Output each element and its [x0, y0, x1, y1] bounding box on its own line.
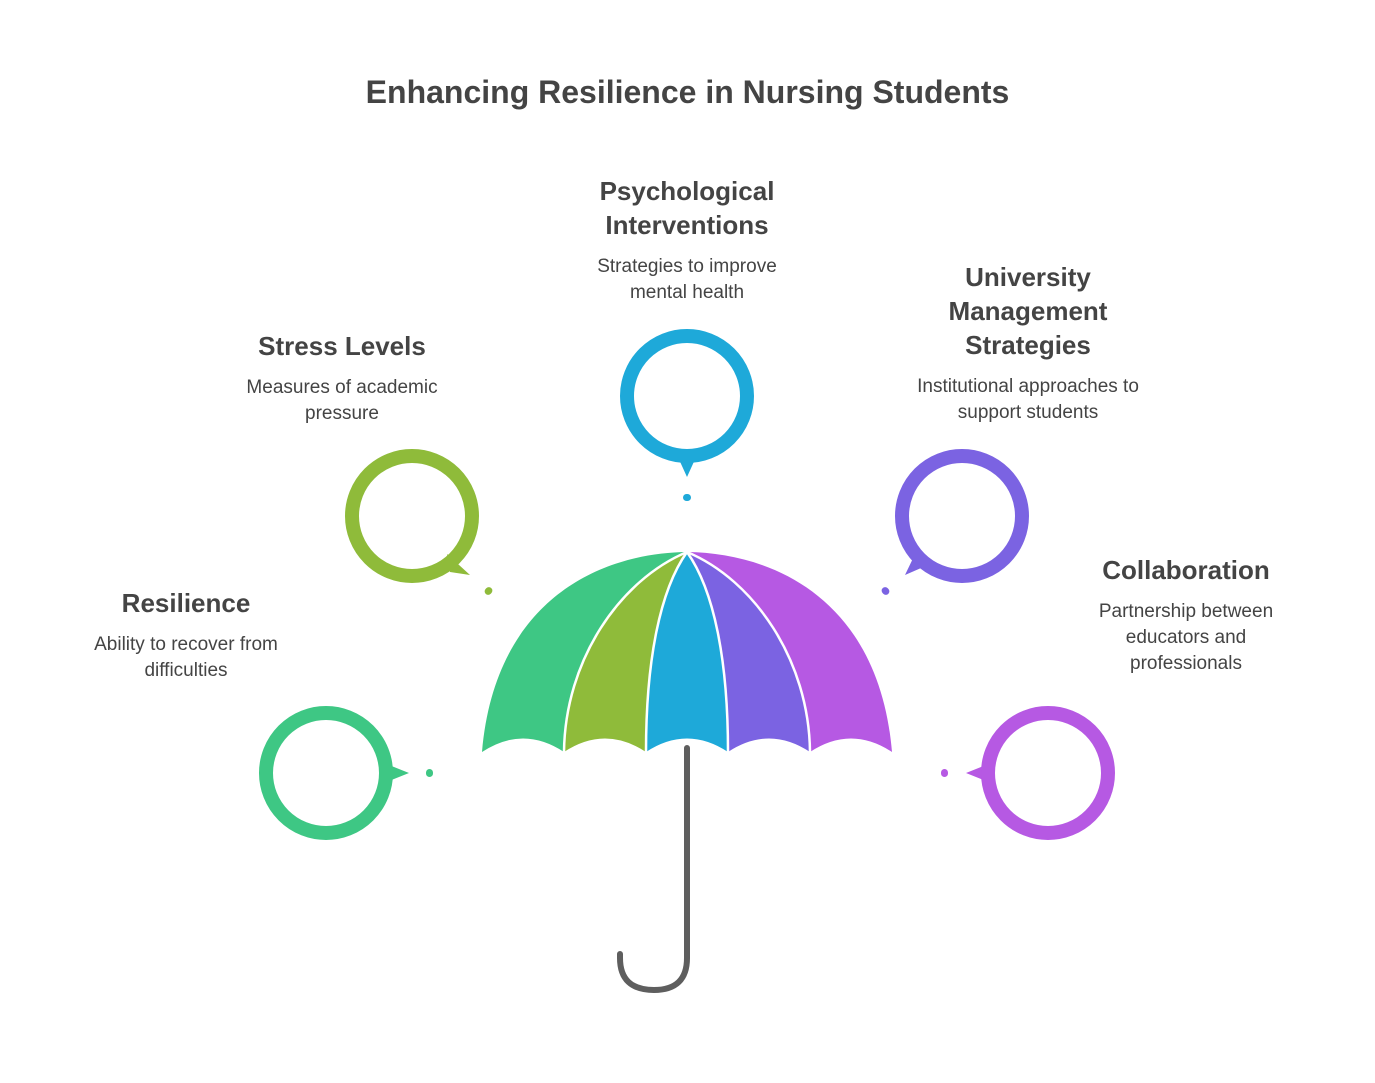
- item-title: Resilience: [121, 588, 251, 618]
- label-stress-levels: Stress Levels Measures of academic press…: [222, 329, 462, 427]
- diagram-title: Enhancing Resilience in Nursing Students: [365, 74, 1010, 110]
- item-description: Partnership between educators and profes…: [1098, 601, 1274, 674]
- bubble-university: [881, 449, 1029, 595]
- bubble-resilience: [259, 706, 433, 840]
- label-university-management: University Management Strategies Institu…: [903, 260, 1153, 426]
- canopy-panel-university: [687, 552, 810, 752]
- item-description: Measures of academic pressure: [246, 377, 438, 424]
- canopy-seams: [562, 550, 812, 753]
- canopy-panel-collaboration: [687, 552, 892, 752]
- canopy-panel-stress: [564, 552, 687, 752]
- bubble-psychological: [620, 329, 754, 501]
- item-title: Stress Levels: [258, 331, 426, 361]
- canopy-panel-psychological: [646, 552, 728, 752]
- canopy-panel-resilience: [482, 552, 687, 752]
- label-collaboration: Collaboration Partnership between educat…: [1076, 553, 1296, 677]
- item-description: Strategies to improve mental health: [597, 256, 777, 303]
- item-description: Institutional approaches to support stud…: [917, 376, 1139, 423]
- label-resilience: Resilience Ability to recover from diffi…: [60, 586, 312, 684]
- bubble-stress: [345, 449, 493, 595]
- bubble-collaboration: [941, 706, 1115, 840]
- item-title: University Management Strategies: [948, 262, 1108, 360]
- label-psychological-interventions: Psychological Interventions Strategies t…: [567, 174, 807, 306]
- item-description: Ability to recover from difficulties: [94, 634, 278, 681]
- item-title: Collaboration: [1102, 555, 1270, 585]
- umbrella-handle: [617, 745, 690, 994]
- item-title: Psychological Interventions: [599, 176, 775, 240]
